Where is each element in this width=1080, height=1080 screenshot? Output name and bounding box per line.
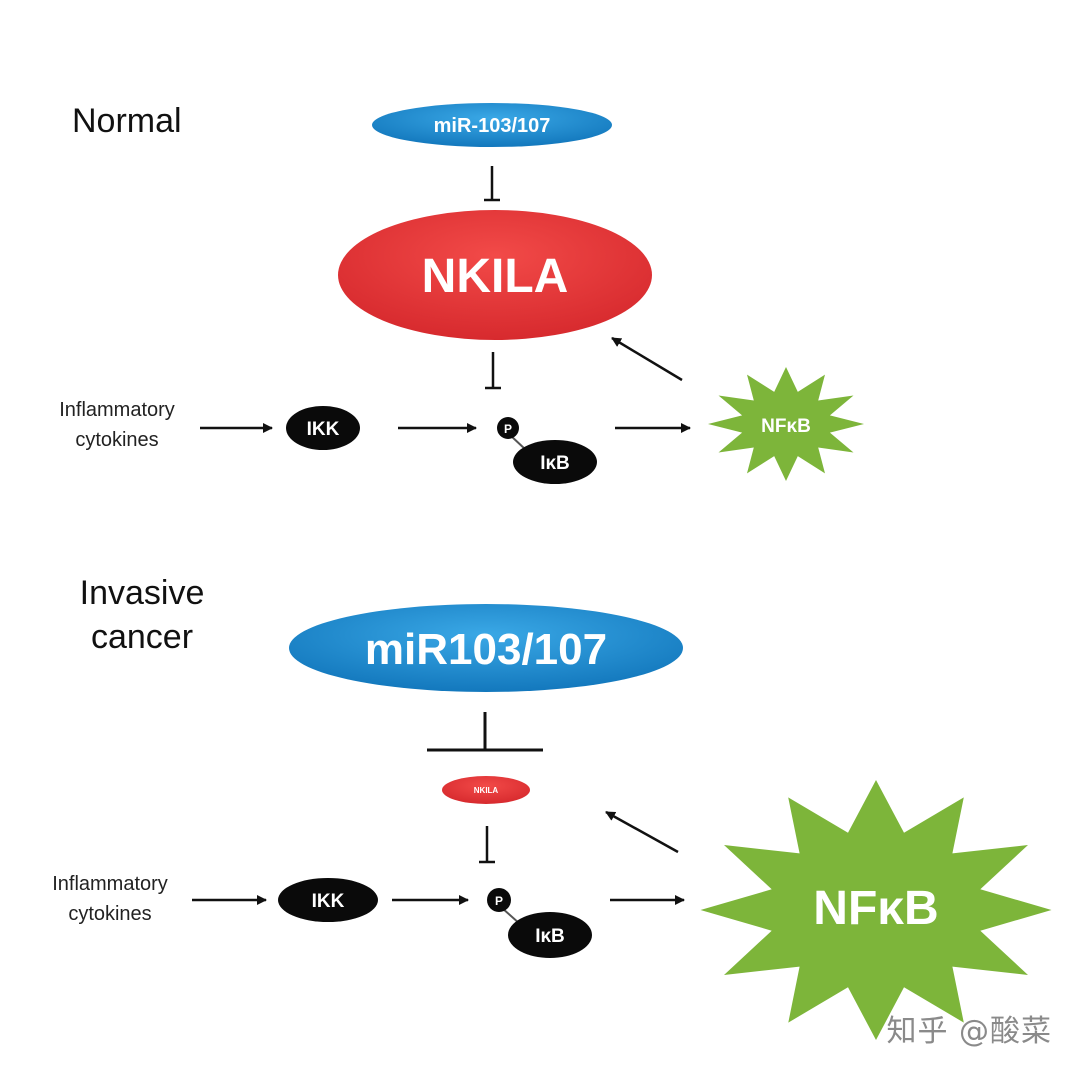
mirna-node-normal: miR-103/107	[372, 103, 612, 147]
ikb-label-normal: IκB	[540, 453, 570, 474]
arrow-nfkb-nkila-invasive	[605, 810, 679, 854]
nkila-label-normal: NKILA	[422, 250, 569, 303]
section-title-invasive-1: Invasive	[80, 574, 205, 612]
stimulus-label-normal-2: cytokines	[75, 429, 158, 451]
nkila-node-invasive: NKILA	[442, 776, 530, 804]
stimulus-label-invasive-2: cytokines	[68, 903, 151, 925]
stimulus-label-invasive-1: Inflammatory	[52, 873, 168, 895]
phospho-ikb-complex-invasive: P IκB	[487, 888, 592, 958]
ikk-label-normal: IKK	[307, 419, 340, 440]
nfkb-node-normal: NFκB	[708, 367, 864, 481]
ikk-node-invasive: IKK	[278, 878, 378, 922]
ikk-label-invasive: IKK	[312, 891, 345, 912]
inhibition-mirna-nkila-invasive	[427, 712, 543, 752]
inhibition-nkila-ikb-normal	[485, 352, 501, 390]
phospho-label-invasive: P	[495, 894, 503, 908]
mirna-node-invasive: miR103/107	[289, 604, 683, 692]
stimulus-label-normal-1: Inflammatory	[59, 399, 175, 421]
mirna-label-normal: miR-103/107	[434, 115, 551, 137]
watermark: 知乎 @酸菜	[886, 1014, 1052, 1049]
nkila-label-invasive: NKILA	[474, 786, 499, 795]
ikk-node-normal: IKK	[286, 406, 360, 450]
phospho-label-normal: P	[504, 422, 512, 436]
phospho-ikb-complex-normal: P IκB	[497, 417, 597, 484]
ikb-label-invasive: IκB	[535, 926, 565, 947]
inhibition-mirna-nkila-normal	[484, 166, 500, 202]
section-title-invasive-2: cancer	[91, 618, 193, 656]
inhibition-nkila-ikb-invasive	[479, 826, 495, 864]
nfkb-label-invasive: NFκB	[813, 882, 938, 935]
nfkb-label-normal: NFκB	[761, 416, 811, 437]
mirna-label-invasive: miR103/107	[365, 625, 607, 674]
nkila-node-normal: NKILA	[338, 210, 652, 340]
section-title-normal: Normal	[72, 102, 182, 140]
nfkb-node-invasive: NFκB	[700, 780, 1052, 1040]
arrow-nfkb-nkila-normal	[611, 336, 683, 382]
